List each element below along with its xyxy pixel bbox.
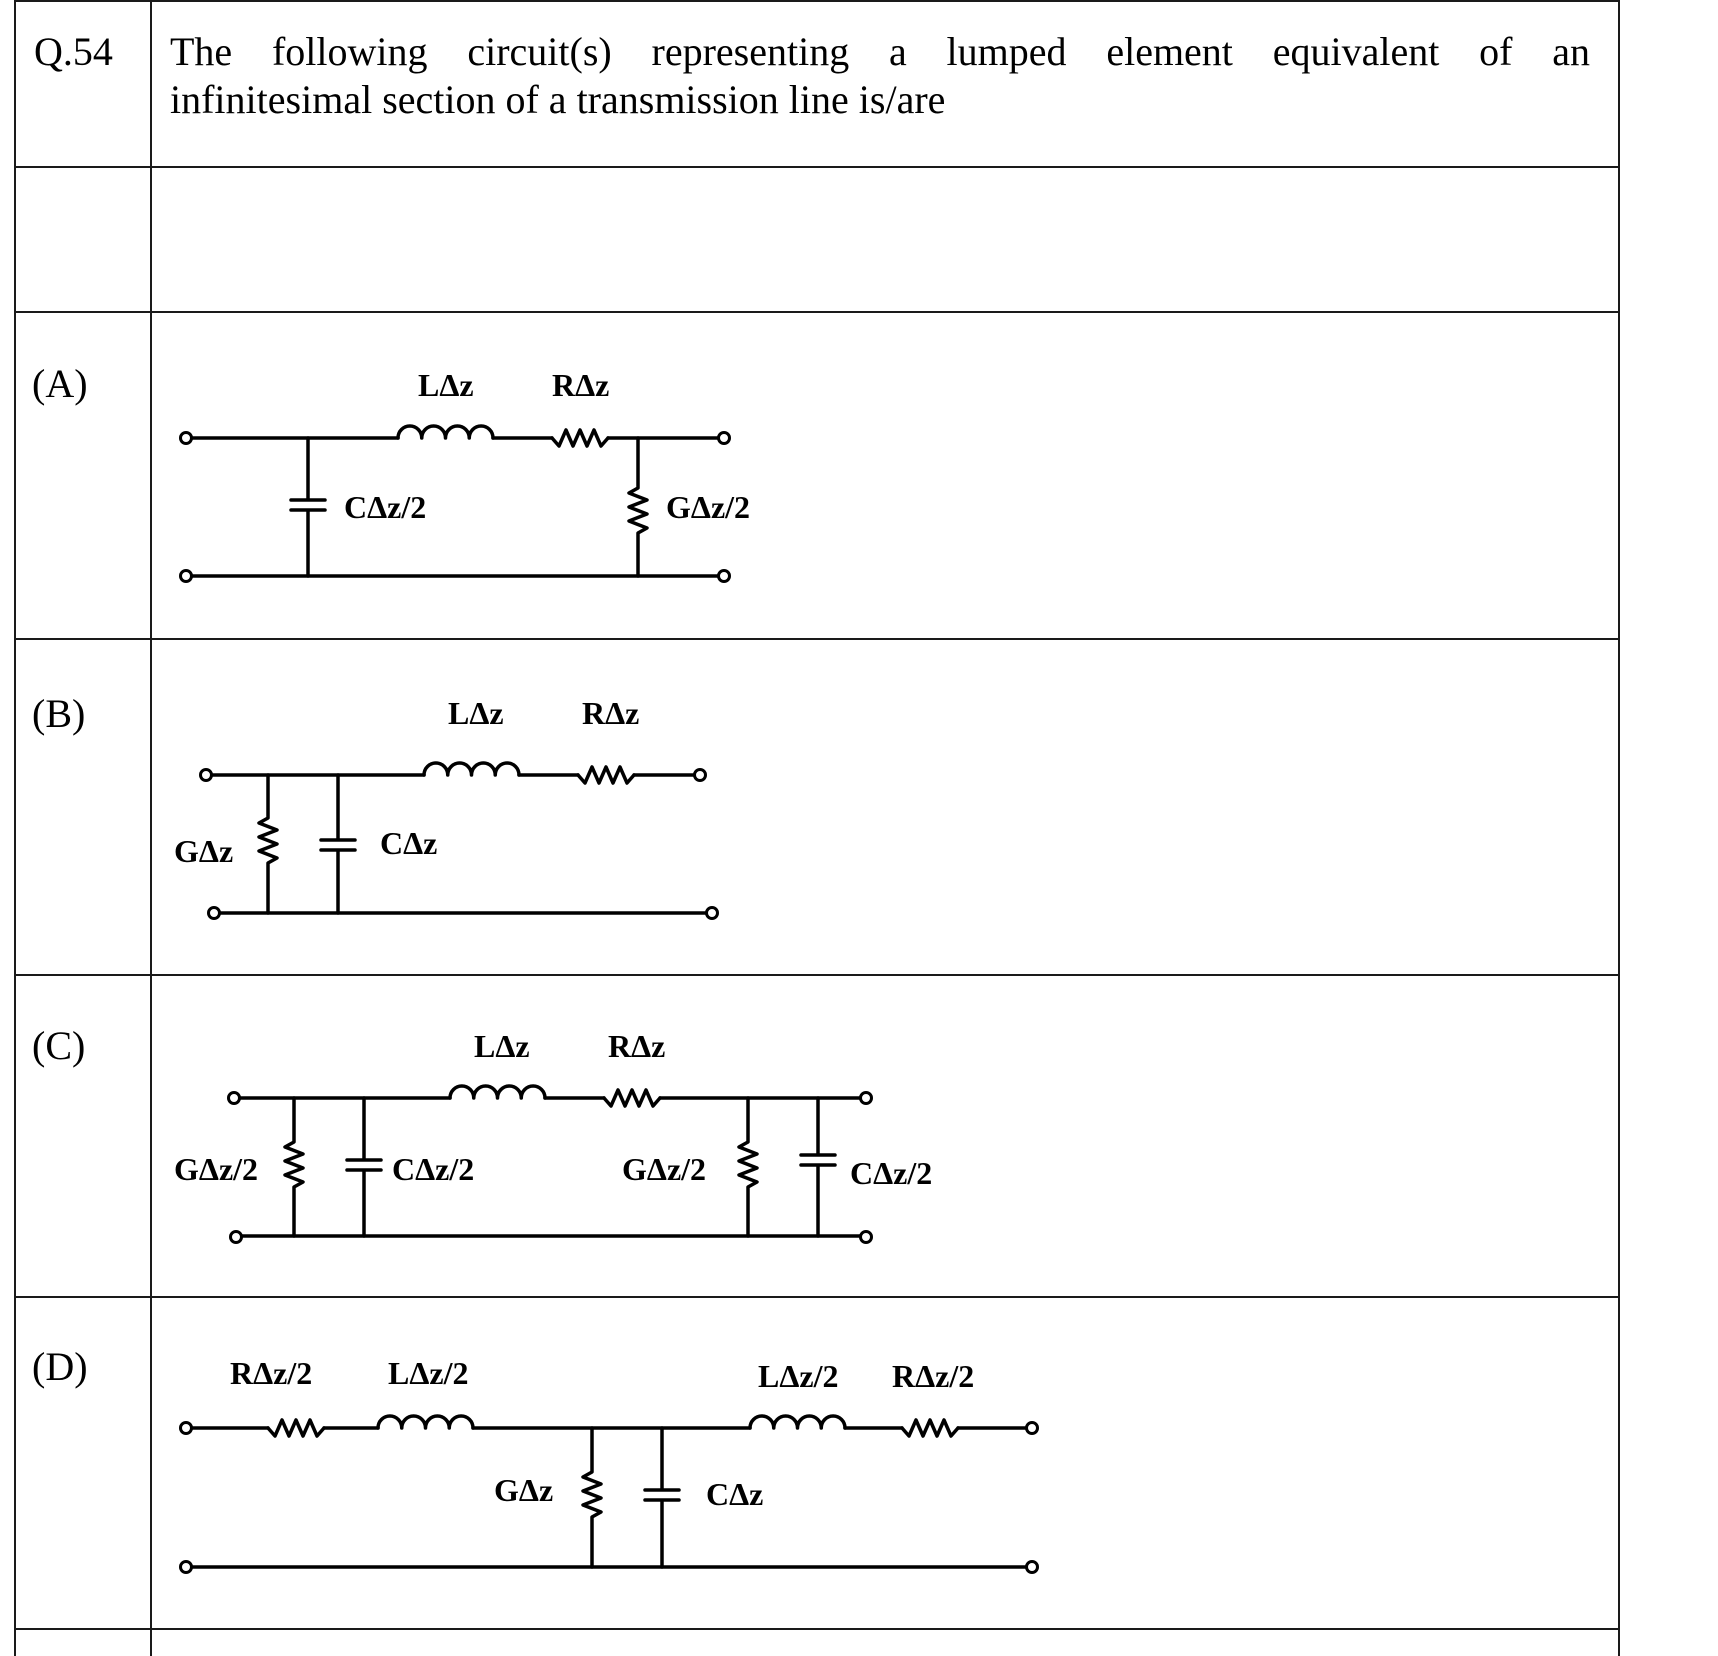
resistor-icon xyxy=(266,1418,326,1438)
resistor-icon xyxy=(737,1096,759,1238)
terminal xyxy=(1025,1421,1039,1435)
label-series-resistor: RΔz xyxy=(552,367,609,403)
label-shunt-conductance: GΔz xyxy=(174,833,233,869)
label-shunt-capacitor-left: CΔz/2 xyxy=(392,1151,474,1187)
terminal xyxy=(199,768,213,782)
inductor-icon xyxy=(748,1414,847,1430)
table-border-right xyxy=(1618,0,1620,1656)
label-shunt-capacitor-right: CΔz/2 xyxy=(850,1155,932,1191)
row-divider xyxy=(14,974,1620,976)
label-series-inductor: LΔz xyxy=(474,1028,530,1064)
terminal xyxy=(859,1230,873,1244)
question-text-line1: The following circuit(s) representing a … xyxy=(170,29,1590,74)
question-text: The following circuit(s) representing a … xyxy=(170,28,1590,124)
terminal xyxy=(179,431,193,445)
label-shunt-conductance-left: GΔz/2 xyxy=(174,1151,258,1187)
circuit-a: LΔz RΔz CΔz/2 GΔz/2 xyxy=(179,367,750,583)
table-border-left xyxy=(14,0,16,1656)
terminal xyxy=(179,1560,193,1574)
inductor-icon xyxy=(396,424,495,440)
row-divider xyxy=(14,1296,1620,1298)
label-series-inductor-right: LΔz/2 xyxy=(758,1358,839,1394)
terminal xyxy=(179,1421,193,1435)
circuit-b: LΔz RΔz GΔz CΔz xyxy=(174,695,719,920)
label-shunt-conductance: GΔz xyxy=(494,1472,553,1508)
resistor-icon xyxy=(550,428,610,448)
label-series-resistor-right: RΔz/2 xyxy=(892,1358,974,1394)
circuit-d: RΔz/2 LΔz/2 LΔz/2 RΔz/2 GΔz CΔz xyxy=(179,1355,1039,1574)
label-series-inductor: LΔz xyxy=(448,695,504,731)
terminal xyxy=(207,906,221,920)
terminal xyxy=(179,569,193,583)
option-c-label[interactable]: (C) xyxy=(32,1023,86,1068)
resistor-icon xyxy=(581,1426,603,1569)
label-shunt-conductance-right: GΔz/2 xyxy=(622,1151,706,1187)
label-shunt-conductance: GΔz/2 xyxy=(666,489,750,525)
label-shunt-capacitor: CΔz/2 xyxy=(344,489,426,525)
question-number: Q.54 xyxy=(34,29,113,74)
label-shunt-capacitor: CΔz xyxy=(380,825,437,861)
resistor-icon xyxy=(900,1418,960,1438)
row-divider xyxy=(14,638,1620,640)
table-border-top xyxy=(14,0,1620,2)
terminal xyxy=(859,1091,873,1105)
circuit-c: LΔz RΔz GΔz/2 CΔz/2 GΔz/2 CΔz/2 xyxy=(174,1028,932,1244)
inductor-icon xyxy=(448,1084,547,1100)
terminal xyxy=(717,569,731,583)
row-divider xyxy=(14,166,1620,168)
question-text-line2: infinitesimal section of a transmission … xyxy=(170,77,946,122)
option-a-label[interactable]: (A) xyxy=(32,361,88,406)
option-d-label[interactable]: (D) xyxy=(32,1344,88,1389)
column-divider xyxy=(150,0,152,1656)
terminal xyxy=(1025,1560,1039,1574)
option-b-label[interactable]: (B) xyxy=(32,691,86,736)
label-series-inductor: LΔz xyxy=(418,367,474,403)
terminal xyxy=(705,906,719,920)
terminal xyxy=(717,431,731,445)
inductor-icon xyxy=(376,1414,475,1430)
resistor-icon xyxy=(283,1096,305,1238)
terminal xyxy=(229,1230,243,1244)
resistor-icon xyxy=(602,1088,662,1108)
resistor-icon xyxy=(576,765,636,785)
label-shunt-capacitor: CΔz xyxy=(706,1476,763,1512)
row-divider xyxy=(14,311,1620,313)
row-divider xyxy=(14,1628,1620,1630)
label-series-resistor: RΔz xyxy=(582,695,639,731)
label-series-inductor-left: LΔz/2 xyxy=(388,1355,469,1391)
terminal xyxy=(227,1091,241,1105)
terminal xyxy=(693,768,707,782)
resistor-icon xyxy=(627,436,649,578)
resistor-icon xyxy=(257,773,279,915)
inductor-icon xyxy=(422,761,521,777)
label-series-resistor-left: RΔz/2 xyxy=(230,1355,312,1391)
label-series-resistor: RΔz xyxy=(608,1028,665,1064)
